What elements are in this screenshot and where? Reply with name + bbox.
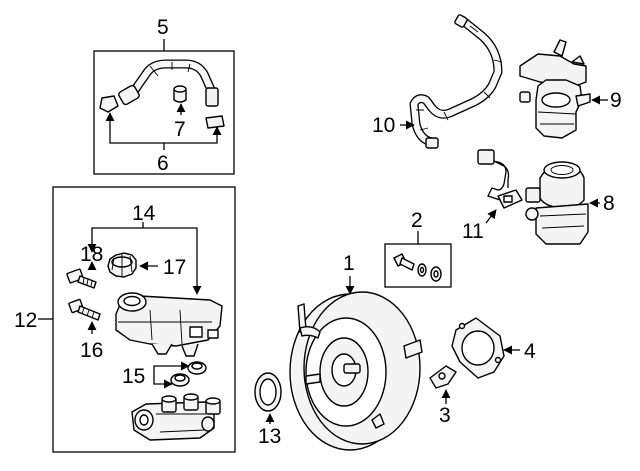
callout-18: 18 (80, 243, 103, 266)
booster-gasket (451, 317, 505, 379)
callout-1: 1 (343, 252, 355, 275)
fluid-reservoir (115, 292, 223, 357)
wiring-harness (477, 149, 523, 209)
hardware-kit-group (384, 231, 452, 288)
booster-seal (254, 372, 282, 412)
callout-6-bracket (109, 116, 218, 144)
hose-end-fitting (118, 84, 140, 106)
callout-9: 9 (610, 89, 622, 112)
callout-12: 12 (14, 309, 37, 332)
vacuum-pump (525, 161, 589, 245)
master-cylinder-group (38, 186, 236, 453)
vacuum-line (409, 14, 503, 149)
brake-booster (289, 291, 423, 451)
callout-2: 2 (411, 209, 423, 232)
pump-bracket (519, 39, 591, 139)
callout-10: 10 (372, 114, 395, 137)
callout-17: 17 (163, 256, 186, 279)
callout-7: 7 (174, 118, 186, 141)
master-cylinder-body (131, 393, 221, 441)
callout-4: 4 (524, 340, 536, 363)
grommets (170, 361, 207, 387)
bolt-16 (68, 298, 101, 321)
hardware-kit-box (384, 243, 452, 288)
callout-6: 6 (157, 152, 169, 175)
callout-16: 16 (80, 339, 103, 362)
callout-15: 15 (122, 365, 145, 388)
hose-clip-right (205, 115, 225, 129)
retaining-clip (429, 365, 457, 389)
hose-end-fitting (205, 87, 219, 107)
callout-11: 11 (462, 220, 484, 243)
callout-13: 13 (258, 425, 281, 448)
callout-14: 14 (132, 202, 156, 225)
callout-11-leader (485, 209, 497, 224)
callout-14-bracket (91, 227, 198, 292)
callout-5: 5 (157, 16, 169, 39)
callout-8: 8 (603, 192, 615, 215)
bolt-18 (66, 268, 97, 289)
hose-assembly-group (93, 39, 235, 175)
hose-clip-left (99, 95, 119, 113)
callout-15-bracket (153, 365, 186, 376)
callout-3: 3 (439, 404, 451, 427)
reservoir-cap (107, 252, 137, 278)
